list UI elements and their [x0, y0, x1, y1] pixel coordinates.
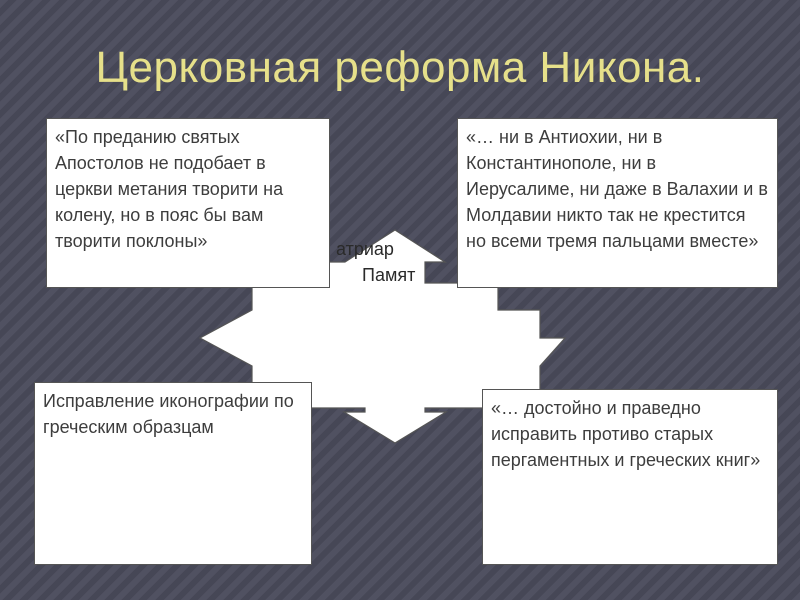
quote-box-top-left: «По преданию святых Апостолов не подобае…: [46, 118, 330, 288]
quote-text: «По преданию святых Апостолов не подобае…: [55, 127, 284, 251]
quote-box-top-right: «… ни в Антиохии, ни в Константинополе, …: [457, 118, 778, 288]
center-partial-text: Памят: [362, 265, 416, 285]
center-partial-text: атриар: [336, 239, 394, 259]
quote-text: «… достойно и праведно исправить противо…: [491, 398, 761, 470]
box-text: Исправление иконографии по греческим обр…: [43, 391, 294, 437]
text-box-bottom-left: Исправление иконографии по греческим обр…: [34, 382, 312, 565]
quote-box-bottom-right: «… достойно и праведно исправить противо…: [482, 389, 778, 565]
quote-text: «… ни в Антиохии, ни в Константинополе, …: [466, 127, 768, 251]
slide-title: Церковная реформа Никона.: [95, 43, 705, 92]
